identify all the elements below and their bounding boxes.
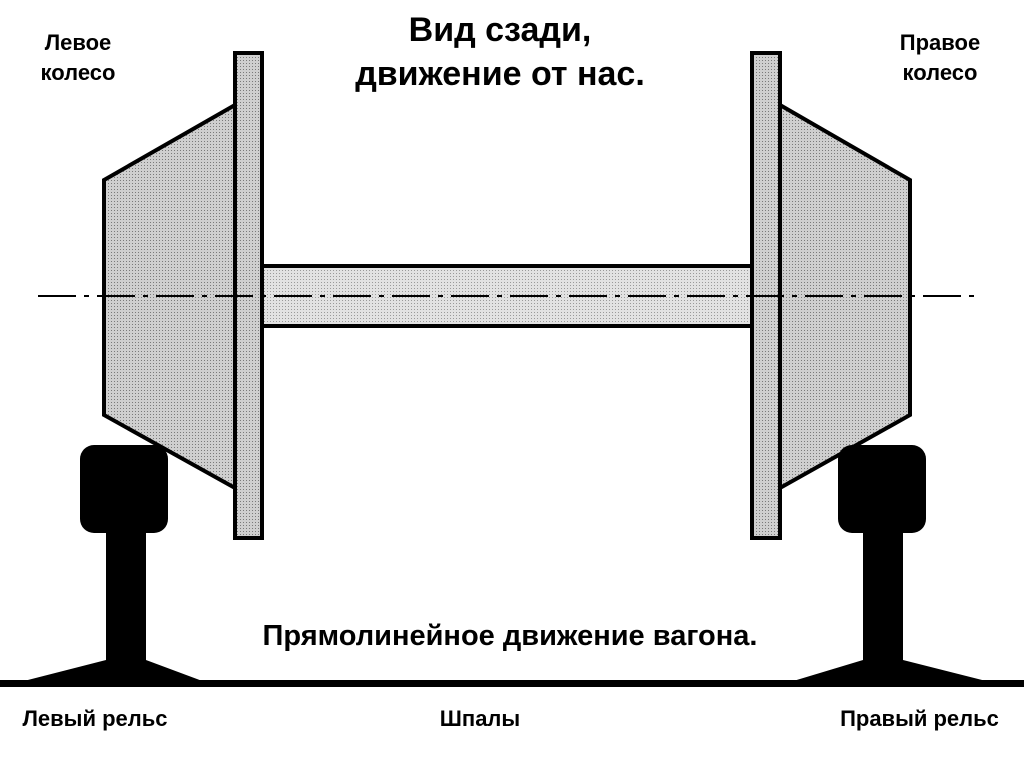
left-wheel-label-line-2: колесо — [40, 60, 116, 85]
right-rail-web — [863, 525, 903, 670]
right-wheel-label-line-2: колесо — [902, 60, 978, 85]
left-rail-label: Левый рельс — [22, 706, 168, 731]
right-wheel-label: Правое колесо — [880, 28, 1000, 88]
left-rail — [20, 445, 205, 682]
diagram-title: Вид сзади, движение от нас. — [300, 8, 700, 96]
motion-caption: Прямолинейное движение вагона. — [262, 620, 758, 652]
title-line-1: Вид сзади, — [408, 11, 592, 49]
sleepers-label: Шпалы — [439, 706, 521, 731]
right-rail-label: Правый рельс — [840, 706, 999, 731]
left-rail-head — [80, 445, 168, 533]
right-rail-head — [838, 445, 926, 533]
left-rail-web — [106, 525, 146, 670]
title-line-2: движение от нас. — [355, 55, 645, 93]
right-rail — [790, 445, 990, 682]
sleepers-line — [0, 680, 1024, 687]
left-rail-foot — [20, 660, 205, 682]
left-wheel-label-line-1: Левое — [44, 30, 112, 55]
left-wheel-label: Левое колесо — [18, 28, 138, 88]
right-wheel-label-line-1: Правое — [899, 30, 981, 55]
right-rail-foot — [790, 660, 990, 682]
